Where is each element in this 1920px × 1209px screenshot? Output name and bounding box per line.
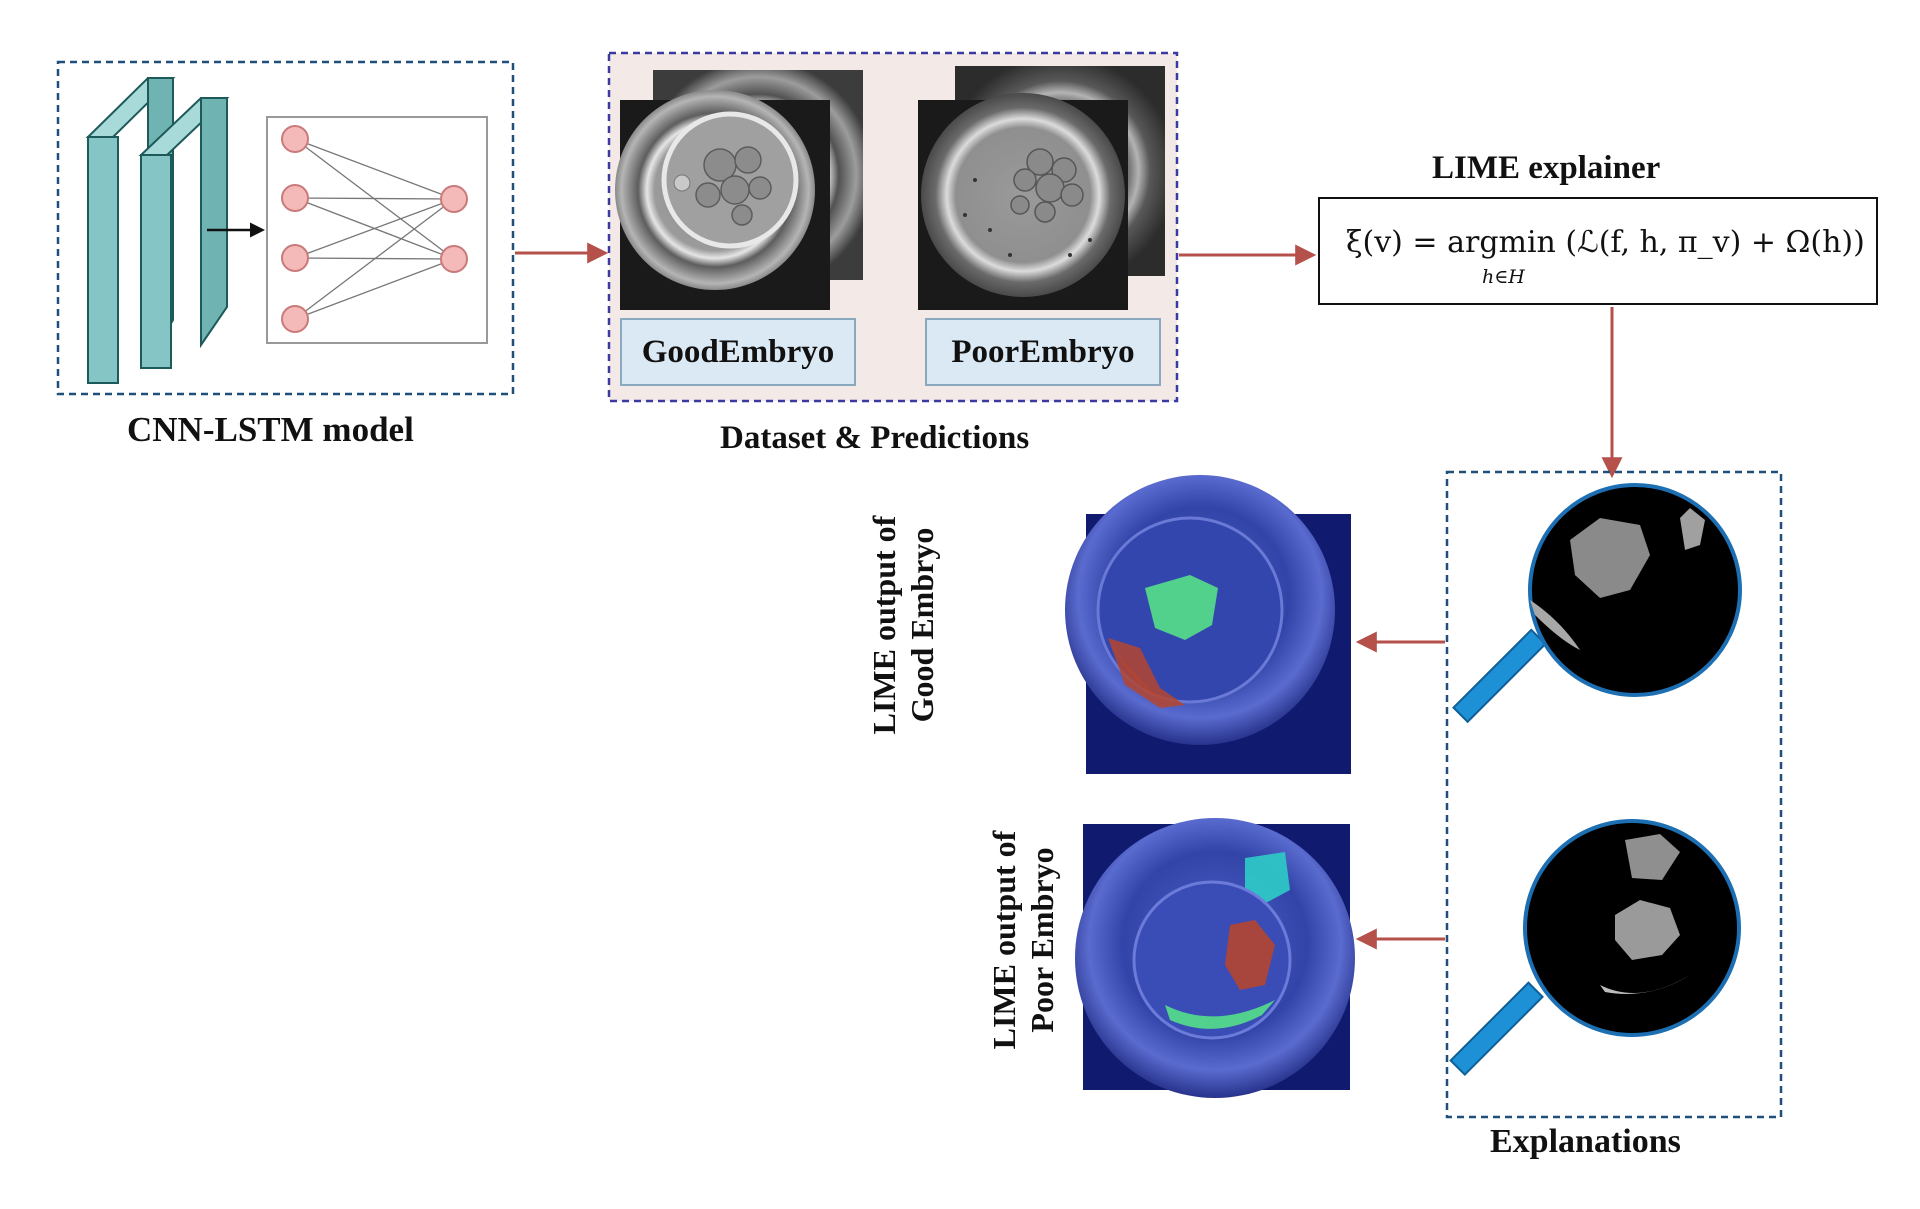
good-output-line-2: Good Embryo (904, 527, 940, 723)
good-embryo-label: GoodEmbryo (620, 318, 856, 386)
input-node (281, 244, 309, 272)
output-node (440, 245, 468, 273)
lime-output-good-image (1065, 475, 1351, 774)
poor-embryo-image-stack (918, 66, 1165, 310)
good-output-vertical-label: LIME output of Good Embryo (865, 495, 945, 755)
explanation-magnifier-good (1452, 483, 1742, 724)
dataset-label: Dataset & Predictions (720, 420, 1030, 456)
input-node (281, 125, 309, 153)
input-node (281, 305, 309, 333)
explanation-magnifier-poor (1449, 819, 1741, 1077)
input-node (281, 184, 309, 212)
cnn-lstm-box (56, 60, 515, 396)
poor-output-vertical-label: LIME output of Poor Embryo (985, 805, 1065, 1075)
cnn-lstm-label: CNN-LSTM model (127, 410, 414, 449)
poor-output-line-2: Poor Embryo (1024, 847, 1060, 1033)
good-output-line-1: LIME output of (866, 515, 902, 735)
explanations-box (1445, 470, 1783, 1119)
lime-explainer-title: LIME explainer (1432, 150, 1661, 186)
poor-embryo-label: PoorEmbryo (925, 318, 1161, 386)
lime-output-poor-image (1075, 818, 1355, 1098)
explanations-dashed-border (1445, 470, 1783, 1119)
poor-output-line-1: LIME output of (986, 830, 1022, 1050)
dense-network (266, 116, 488, 344)
explanations-label: Explanations (1490, 1123, 1681, 1160)
lime-formula: ξ(v) = argmin (ℒ(f, h, π_v) + Ω(h)) (1346, 225, 1865, 260)
output-node (440, 185, 468, 213)
cnn-layer-2 (138, 97, 230, 369)
cnn-lstm-dashed-border (56, 60, 515, 396)
lime-formula-subscript: h∈H (1482, 266, 1525, 288)
good-embryo-image-stack (615, 70, 863, 310)
lime-formula-box: ξ(v) = argmin (ℒ(f, h, π_v) + Ω(h)) h∈H (1318, 197, 1878, 305)
